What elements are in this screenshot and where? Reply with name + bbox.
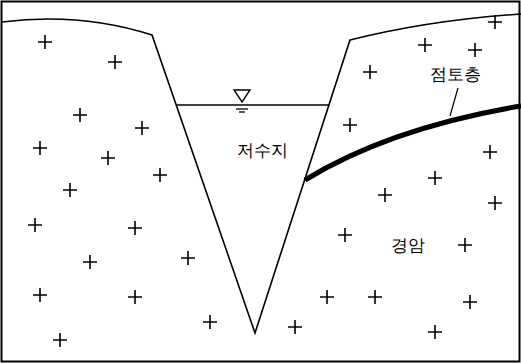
granite-symbol (203, 315, 217, 329)
granite-symbol (128, 221, 142, 235)
granite-symbol (53, 333, 67, 347)
water-level-mark (239, 111, 245, 112)
granite-symbol (363, 65, 377, 79)
reservoir-label: 저수지 (237, 140, 288, 160)
granite-symbol (468, 43, 482, 57)
granite-symbol (63, 183, 77, 197)
granite-symbol (33, 288, 47, 302)
granite-symbol (83, 255, 97, 269)
granite-symbol (181, 251, 195, 265)
granite-symbol (101, 151, 115, 165)
granite-symbol (153, 168, 167, 182)
granite-symbol (73, 108, 87, 122)
granite-symbol (38, 35, 52, 49)
granite-symbol (108, 55, 122, 69)
granite-symbol (483, 145, 497, 159)
valley-outline (2, 14, 521, 333)
granite-symbol (343, 118, 357, 132)
clay-layer (305, 106, 521, 180)
granite-symbol (418, 38, 432, 52)
granite-symbol (320, 290, 334, 304)
granite-symbol (368, 290, 382, 304)
rock-symbols (28, 15, 502, 347)
granite-symbol (458, 238, 472, 252)
granite-symbol (135, 121, 149, 135)
granite-symbol (378, 188, 392, 202)
granite-symbol (33, 141, 47, 155)
granite-symbol (288, 320, 302, 334)
granite-symbol (128, 290, 142, 304)
granite-symbol (488, 196, 502, 210)
clay-layer-label: 점토층 (430, 64, 481, 84)
granite-symbol (428, 171, 442, 185)
granite-symbol (488, 15, 502, 29)
granite-symbol (338, 228, 352, 242)
water-level-mark (236, 108, 248, 109)
granite-symbol (463, 295, 477, 309)
water-level (176, 104, 329, 106)
leader-line (450, 88, 458, 116)
hard-rock-label: 경암 (391, 235, 425, 255)
water-level-symbol (234, 90, 250, 102)
granite-symbol (428, 325, 442, 339)
granite-symbol (28, 218, 42, 232)
